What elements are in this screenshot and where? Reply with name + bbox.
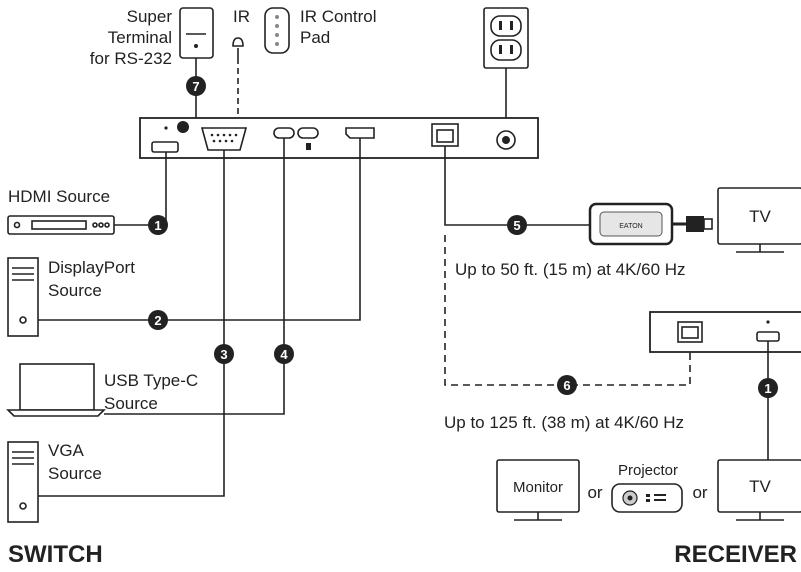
super-terminal-line-2: Terminal	[108, 28, 172, 47]
badge-1-receiver: 1	[758, 378, 778, 398]
displayport-source-line-2: Source	[48, 281, 102, 300]
switch-vga-port	[200, 127, 248, 151]
hdmi-cable	[114, 152, 167, 226]
receiver-unit	[649, 311, 801, 353]
distance-125ft-label: Up to 125 ft. (38 m) at 4K/60 Hz	[444, 413, 684, 432]
usbc-source-line-1: USB Type-C	[104, 371, 198, 390]
or-label-1: or	[587, 483, 602, 502]
distance-50ft-label: Up to 50 ft. (15 m) at 4K/60 Hz	[455, 260, 686, 279]
ir-label: IR	[233, 7, 250, 26]
ir-control-pad-line-2: Pad	[300, 28, 330, 47]
displayport-source-pc-icon	[7, 257, 39, 337]
projector-icon	[611, 483, 683, 513]
usbc-source-laptop-icon	[6, 363, 106, 417]
ir-control-pad-icon	[264, 7, 290, 54]
direct-hdbaset-cable	[444, 146, 590, 226]
badge-1: 1	[148, 215, 168, 235]
badge-4: 4	[274, 344, 294, 364]
tv-top-icon	[717, 187, 801, 253]
usbc-source-line-2: Source	[104, 394, 158, 413]
or-label-2: or	[692, 483, 707, 502]
tv-bottom-label: TV	[749, 477, 771, 496]
displayport-source-line-1: DisplayPort	[48, 258, 135, 277]
super-terminal-line-3: for RS-232	[90, 49, 172, 68]
hdbaset-dongle-icon: EATON	[588, 202, 713, 246]
monitor-label: Monitor	[513, 479, 563, 496]
displayport-cable	[38, 138, 361, 321]
badge-6: 6	[557, 375, 577, 395]
svg-text:1: 1	[154, 218, 161, 233]
svg-text:2: 2	[154, 313, 161, 328]
switch-ir-jack	[177, 121, 189, 133]
dongle-brand-text: EATON	[619, 223, 642, 230]
badge-2: 2	[148, 310, 168, 330]
vga-source-line-1: VGA	[48, 441, 85, 460]
badge-3: 3	[214, 344, 234, 364]
svg-text:3: 3	[220, 347, 227, 362]
svg-text:5: 5	[513, 218, 520, 233]
svg-text:6: 6	[563, 378, 570, 393]
vga-source-pc-icon	[7, 441, 39, 523]
svg-text:4: 4	[280, 347, 288, 362]
switch-usbc-port-2	[297, 127, 319, 139]
monitor-icon	[496, 459, 580, 521]
tv-top-label: TV	[749, 207, 771, 226]
receiver-title: RECEIVER	[674, 541, 797, 568]
super-terminal-line-1: Super	[127, 7, 173, 26]
hdmi-source-label: HDMI Source	[8, 187, 110, 206]
projector-label: Projector	[618, 462, 678, 479]
switch-displayport-port	[345, 127, 375, 139]
badge-5: 5	[507, 215, 527, 235]
ir-control-pad-line-1: IR Control	[300, 7, 377, 26]
switch-hdmi-port	[151, 141, 179, 153]
vga-source-line-2: Source	[48, 464, 102, 483]
super-terminal-label: Super Terminal for RS-232	[90, 7, 173, 68]
vga-cable	[38, 150, 225, 497]
svg-text:1: 1	[764, 381, 771, 396]
super-terminal-device-icon	[179, 7, 214, 59]
usbc-cable	[104, 138, 285, 415]
receiver-hdmi-port	[756, 331, 780, 342]
hdmi-source-device-icon	[7, 215, 115, 235]
receiver-hdbaset-cable	[444, 235, 691, 386]
badge-7: 7	[186, 76, 206, 96]
ir-sensor-icon	[232, 37, 244, 58]
switch-unit	[139, 117, 539, 159]
switch-usbc-port-1	[273, 127, 295, 139]
switch-title: SWITCH	[8, 541, 103, 568]
tv-bottom-icon	[717, 459, 801, 521]
power-outlet-icon	[483, 7, 529, 69]
svg-text:7: 7	[192, 79, 199, 94]
